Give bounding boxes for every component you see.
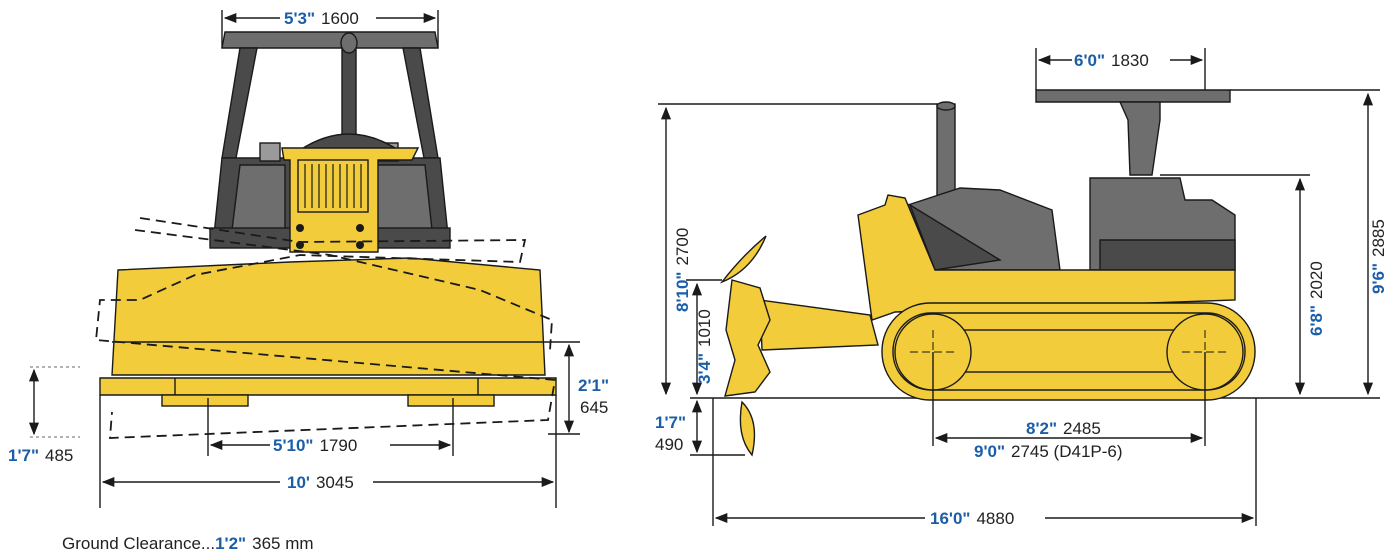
side-track <box>881 302 1256 401</box>
dim-exhaust-height-imperial: 8'10" <box>673 272 692 312</box>
radiator-grill <box>281 147 420 253</box>
dim-seat-height-metric: 2020 <box>1307 261 1326 299</box>
dim-blade-width-metric: 3045 <box>316 473 354 492</box>
blade-tilt-outline <box>95 217 557 439</box>
dim-canopy-length-metric: 1830 <box>1111 51 1149 70</box>
side-body <box>857 177 1236 321</box>
dim-overall-length: 16'0" 4880 <box>712 398 1257 528</box>
dim-blade-lift-metric: 645 <box>580 398 608 417</box>
dim-overall-height-metric: 2885 <box>1369 219 1388 257</box>
dim-overall-height-imperial: 9'6" <box>1369 263 1388 294</box>
dim-track-gauge-metric: 1790 <box>319 436 357 455</box>
dim-track-gauge-imperial: 5'10" <box>273 436 313 455</box>
svg-text:8'2"2485: 8'2" 2485 <box>1026 419 1101 438</box>
dim-blade-height: 3'4" 1010 <box>686 279 722 396</box>
exhaust-pipe <box>936 103 956 201</box>
dim-blade-width-imperial: 10' <box>287 473 310 492</box>
dim-seat-height: 6'8" 2020 <box>1160 174 1326 396</box>
dim-blade-depth-metric: 490 <box>655 435 683 454</box>
dim-track-imperial: 8'2" <box>1026 419 1057 438</box>
dim-track-on-ground: 8'2" 2485 9'0" 2745 (D41P-6) <box>932 352 1206 461</box>
svg-text:9'6"2885: 9'6" 2885 <box>1369 219 1388 294</box>
dim-blade-lift: 2'1" 645 <box>545 341 609 435</box>
dim-overall-height: 9'6" 2885 <box>1230 89 1388 396</box>
front-canopy <box>221 31 439 163</box>
svg-text:16'0"4880: 16'0" 4880 <box>930 509 1014 528</box>
dim-exhaust-height: 8'10" 2700 <box>658 103 937 396</box>
ground-clearance-imperial: 1'2" <box>215 534 246 553</box>
dim-canopy-length-imperial: 6'0" <box>1074 51 1105 70</box>
ground-clearance-metric: 365 mm <box>252 534 313 553</box>
side-blade <box>719 235 879 457</box>
dim-seat-height-imperial: 6'8" <box>1307 305 1326 336</box>
svg-text:5'3"1600: 5'3" 1600 <box>284 9 359 28</box>
dim-exhaust-height-metric: 2700 <box>673 228 692 266</box>
dim-blade-depth-imperial: 1'7" <box>655 413 686 432</box>
svg-text:5'10"1790: 5'10" 1790 <box>273 436 357 455</box>
svg-text:10'3045: 10' 3045 <box>287 473 354 492</box>
svg-text:3'4"1010: 3'4" 1010 <box>695 309 714 384</box>
dim-blade-height-imperial: 3'4" <box>695 353 714 384</box>
side-view: 6'0" 1830 8'10" 2700 3'4" 1010 1'7" 490 6'8… <box>655 48 1388 528</box>
svg-text:1'7"485: 1'7" 485 <box>8 446 73 465</box>
dim-blade-depth: 1'7" 490 <box>655 399 745 456</box>
dim-track-lgp-metric: 2745 (D41P-6) <box>1011 442 1123 461</box>
dim-canopy-width-metric: 1600 <box>321 9 359 28</box>
dim-blade-lift-imperial: 2'1" <box>578 376 609 395</box>
front-blade <box>99 257 557 407</box>
ground-clearance-note: Ground Clearance...1'2" 365 mm <box>62 534 314 553</box>
dim-blade-drop: 1'7" 485 <box>8 368 73 465</box>
dim-canopy-width-imperial: 5'3" <box>284 9 315 28</box>
dim-blade-height-metric: 1010 <box>695 309 714 347</box>
dim-track-lgp-imperial: 9'0" <box>974 442 1005 461</box>
dim-track-metric: 2485 <box>1063 419 1101 438</box>
front-view: 5'3" 1600 2'1" 645 1'7" 485 5'10" 1790 <box>8 9 609 508</box>
side-canopy <box>1035 89 1231 176</box>
svg-text:6'0"1830: 6'0" 1830 <box>1074 51 1149 70</box>
dim-overall-length-metric: 4880 <box>976 509 1014 528</box>
dim-overall-length-imperial: 16'0" <box>930 509 970 528</box>
ground-clearance-label: Ground Clearance... <box>62 534 215 553</box>
dim-blade-width: 10' 3045 <box>99 395 557 508</box>
dim-track-gauge: 5'10" 1790 <box>207 398 454 456</box>
dim-canopy-width: 5'3" 1600 <box>221 9 439 48</box>
dim-blade-drop-metric: 485 <box>45 446 73 465</box>
svg-text:8'10"2700: 8'10" 2700 <box>673 228 692 312</box>
svg-text:9'0"2745 (D41P-6): 9'0" 2745 (D41P-6) <box>974 442 1123 461</box>
dim-blade-drop-imperial: 1'7" <box>8 446 39 465</box>
dim-canopy-length: 6'0" 1830 <box>1035 48 1206 90</box>
svg-text:6'8"2020: 6'8" 2020 <box>1307 261 1326 336</box>
